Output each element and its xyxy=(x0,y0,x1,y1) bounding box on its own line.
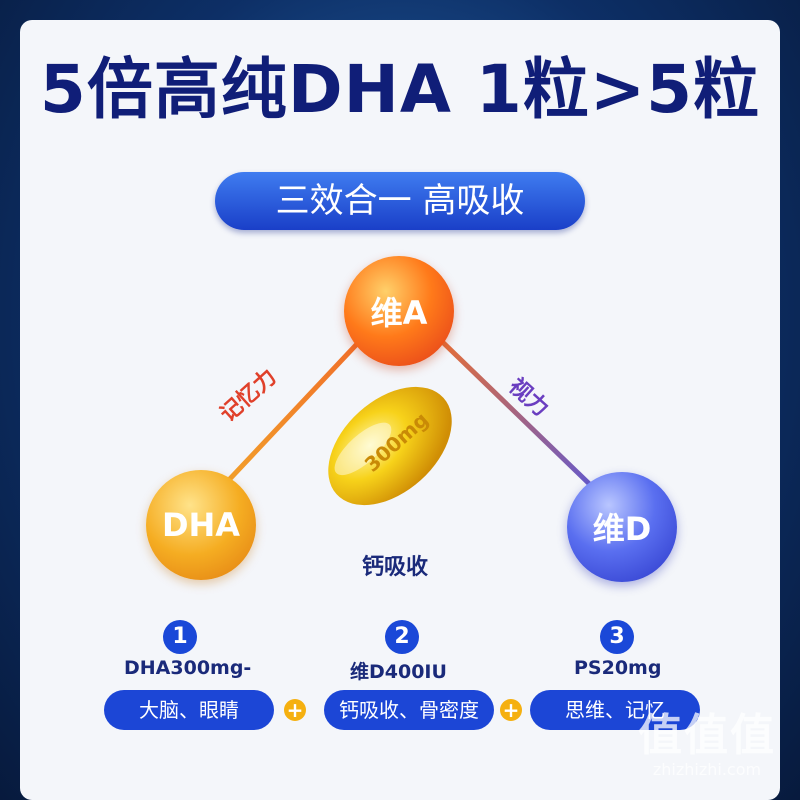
capsule-image xyxy=(328,386,452,506)
subtitle-badge: 三效合一 高吸收 xyxy=(215,172,585,230)
edge-right-line xyxy=(425,325,609,503)
item-benefit-3: 思维、记忆 xyxy=(530,690,700,730)
watermark-logo: 值值值 xyxy=(638,710,776,761)
item-benefit-2: 钙吸收、骨密度 xyxy=(324,690,494,730)
item-number-2: 2 xyxy=(385,620,419,654)
watermark-url: zhizhizhi.com xyxy=(652,760,762,779)
item-spec-1: DHA300mg- xyxy=(124,657,252,679)
item-number-3: 3 xyxy=(600,620,634,654)
watermark: 值值值 zhizhizhi.com xyxy=(622,712,792,780)
item-benefit-1: 大脑、眼睛 xyxy=(104,690,274,730)
node-dha: DHA xyxy=(146,470,256,580)
node-vitamin-a: 维A xyxy=(344,256,454,366)
item-spec-2: 维D400IU xyxy=(350,661,447,683)
plus-icon: + xyxy=(500,699,522,721)
item-spec-3: PS20mg xyxy=(574,657,662,679)
item-number-1: 1 xyxy=(163,620,197,654)
edge-label-calcium: 钙吸收 xyxy=(362,555,429,580)
plus-icon: + xyxy=(284,699,306,721)
edge-left-line xyxy=(207,325,375,503)
page-title: 5倍高纯DHA 1粒>5粒 xyxy=(39,51,761,128)
node-vitamin-d: 维D xyxy=(567,472,677,582)
